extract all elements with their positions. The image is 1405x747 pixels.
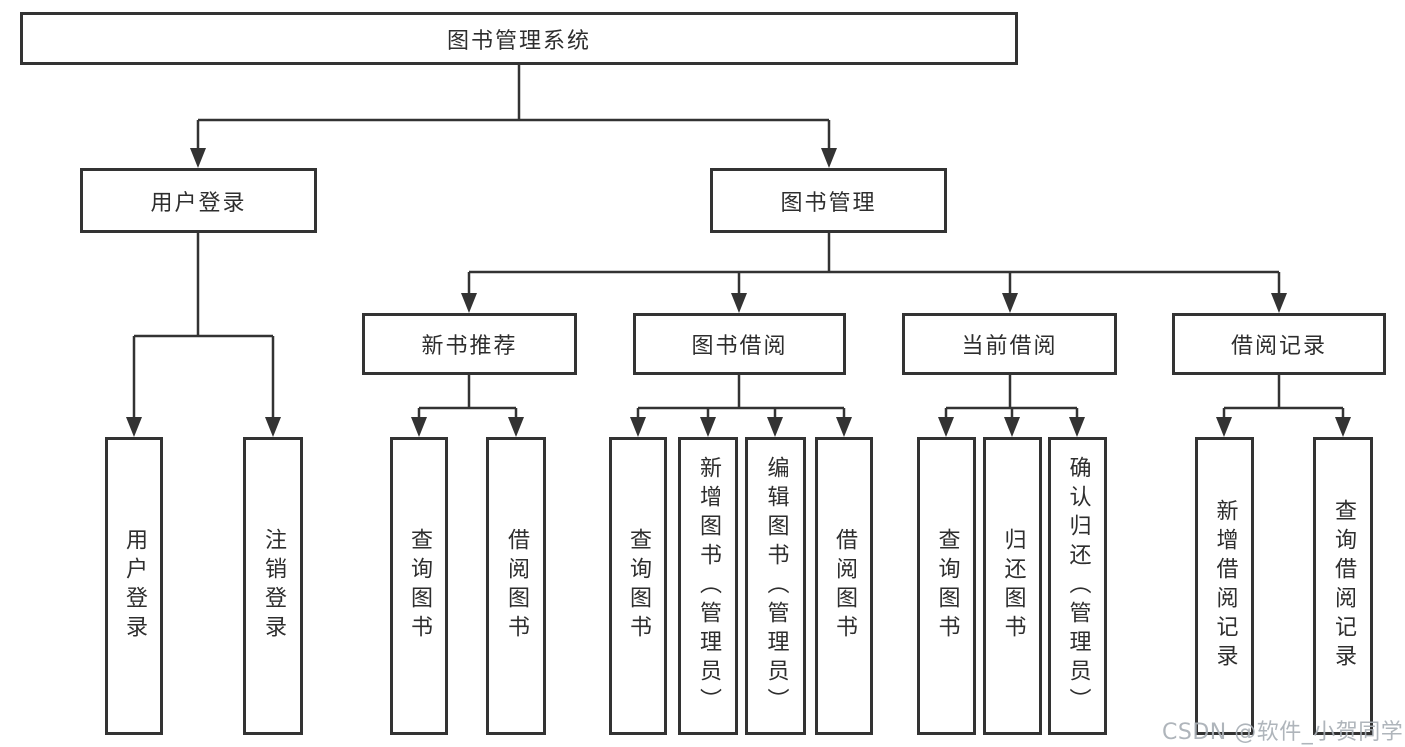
node-book-management-branch-label: 图书管理 (780, 190, 877, 216)
leaf-recommend-query-books-label: 查询图书 (407, 528, 432, 644)
connector-borrowing-to-leaves (630, 375, 852, 437)
connector-user-to-leaves (126, 233, 281, 437)
leaf-borrowing-borrow-books-label: 借阅图书 (832, 528, 857, 644)
leaf-user-login-label: 用户登录 (122, 528, 147, 644)
connector-current-to-leaves (938, 375, 1085, 437)
leaf-borrowing-query-books-label: 查询图书 (626, 528, 651, 644)
node-book-borrowing-label: 图书借阅 (691, 334, 788, 359)
node-root-system: 图书管理系统 (20, 12, 1018, 65)
leaf-current-return-books-label: 归还图书 (1000, 528, 1026, 644)
leaf-recommend-query-books: 查询图书 (390, 437, 448, 735)
leaf-borrowing-add-books-admin: 新增图书（管理员） (678, 437, 738, 735)
leaf-records-query-record-label: 查询借阅记录 (1331, 499, 1356, 673)
leaf-recommend-borrow-books-label: 借阅图书 (504, 528, 529, 644)
node-user-login-branch: 用户登录 (80, 168, 317, 233)
leaf-user-logout-label: 注销登录 (261, 528, 286, 644)
leaf-user-logout: 注销登录 (243, 437, 303, 735)
leaf-current-confirm-return-admin: 确认归还（管理员） (1048, 437, 1107, 735)
connector-recommend-to-leaves (411, 375, 524, 437)
leaf-records-query-record: 查询借阅记录 (1313, 437, 1373, 735)
leaf-borrowing-edit-books-admin-label: 编辑图书（管理员） (763, 455, 789, 717)
node-current-borrowing: 当前借阅 (902, 313, 1117, 375)
leaf-records-add-record: 新增借阅记录 (1195, 437, 1254, 735)
leaf-current-confirm-return-admin-label: 确认归还（管理员） (1065, 455, 1091, 717)
leaf-records-add-record-label: 新增借阅记录 (1212, 499, 1238, 673)
leaf-current-query-books-label: 查询图书 (934, 528, 960, 644)
leaf-current-return-books: 归还图书 (983, 437, 1042, 735)
leaf-borrowing-borrow-books: 借阅图书 (815, 437, 873, 735)
leaf-borrowing-add-books-admin-label: 新增图书（管理员） (696, 455, 721, 717)
node-user-login-branch-label: 用户登录 (150, 190, 247, 216)
connector-records-to-leaves (1216, 375, 1351, 437)
leaf-user-login: 用户登录 (105, 437, 163, 735)
csdn-watermark: CSDN @软件_小贺同学 (1162, 720, 1404, 745)
connector-root-to-level2 (190, 65, 837, 168)
node-root-system-label: 图书管理系统 (446, 28, 591, 54)
connector-mgmt-to-sections (461, 233, 1287, 313)
node-book-borrowing: 图书借阅 (633, 313, 846, 375)
node-borrowing-records: 借阅记录 (1172, 313, 1386, 375)
node-new-book-recommend-label: 新书推荐 (421, 334, 518, 359)
leaf-current-query-books: 查询图书 (917, 437, 976, 735)
node-new-book-recommend: 新书推荐 (362, 313, 577, 375)
node-borrowing-records-label: 借阅记录 (1230, 334, 1327, 359)
node-book-management-branch: 图书管理 (710, 168, 947, 233)
leaf-borrowing-query-books: 查询图书 (609, 437, 667, 735)
leaf-recommend-borrow-books: 借阅图书 (486, 437, 546, 735)
leaf-borrowing-edit-books-admin: 编辑图书（管理员） (745, 437, 806, 735)
node-current-borrowing-label: 当前借阅 (961, 334, 1058, 359)
